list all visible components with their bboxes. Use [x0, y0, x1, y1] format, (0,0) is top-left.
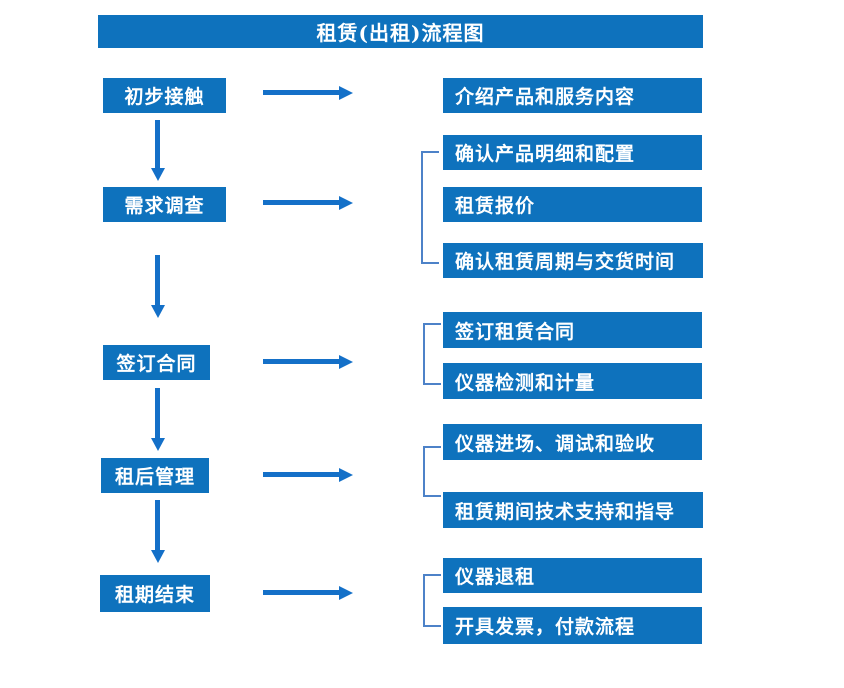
detail-box-rental-quote: 租赁报价 — [443, 187, 702, 222]
arrow-down-1-icon — [150, 120, 165, 181]
detail-box-intro-products: 介绍产品和服务内容 — [443, 78, 702, 113]
bracket-group-sign-contract — [423, 323, 441, 385]
arrow-down-3-icon — [150, 388, 165, 451]
step-box-sign-contract: 签订合同 — [103, 345, 210, 380]
bracket-group-post-rental — [423, 446, 441, 497]
bracket-group-demand-survey — [421, 151, 439, 264]
step-box-demand-survey: 需求调查 — [103, 187, 226, 222]
step-box-lease-end: 租期结束 — [100, 575, 210, 612]
detail-box-tech-support: 租赁期间技术支持和指导 — [443, 492, 703, 528]
arrow-down-4-icon — [150, 500, 165, 563]
arrow-right-1-icon — [263, 85, 353, 100]
arrow-right-4-icon — [263, 467, 353, 482]
detail-box-instrument-entry: 仪器进场、调试和验收 — [443, 424, 702, 460]
detail-box-confirm-config: 确认产品明细和配置 — [443, 135, 702, 170]
arrow-right-5-icon — [263, 585, 353, 600]
arrow-right-2-icon — [263, 195, 353, 210]
detail-box-instrument-return: 仪器退租 — [443, 558, 702, 593]
arrow-right-3-icon — [263, 354, 353, 369]
step-box-initial-contact: 初步接触 — [103, 78, 226, 113]
detail-box-sign-lease: 签订租赁合同 — [443, 312, 702, 348]
detail-box-instrument-test: 仪器检测和计量 — [443, 363, 702, 399]
flowchart-title: 租赁(出租)流程图 — [98, 15, 703, 48]
detail-box-confirm-period: 确认租赁周期与交货时间 — [443, 243, 703, 278]
bracket-group-lease-end — [423, 574, 441, 627]
arrow-down-2-icon — [150, 255, 165, 318]
step-box-post-rental: 租后管理 — [101, 458, 209, 493]
detail-box-invoice-payment: 开具发票，付款流程 — [443, 607, 702, 644]
